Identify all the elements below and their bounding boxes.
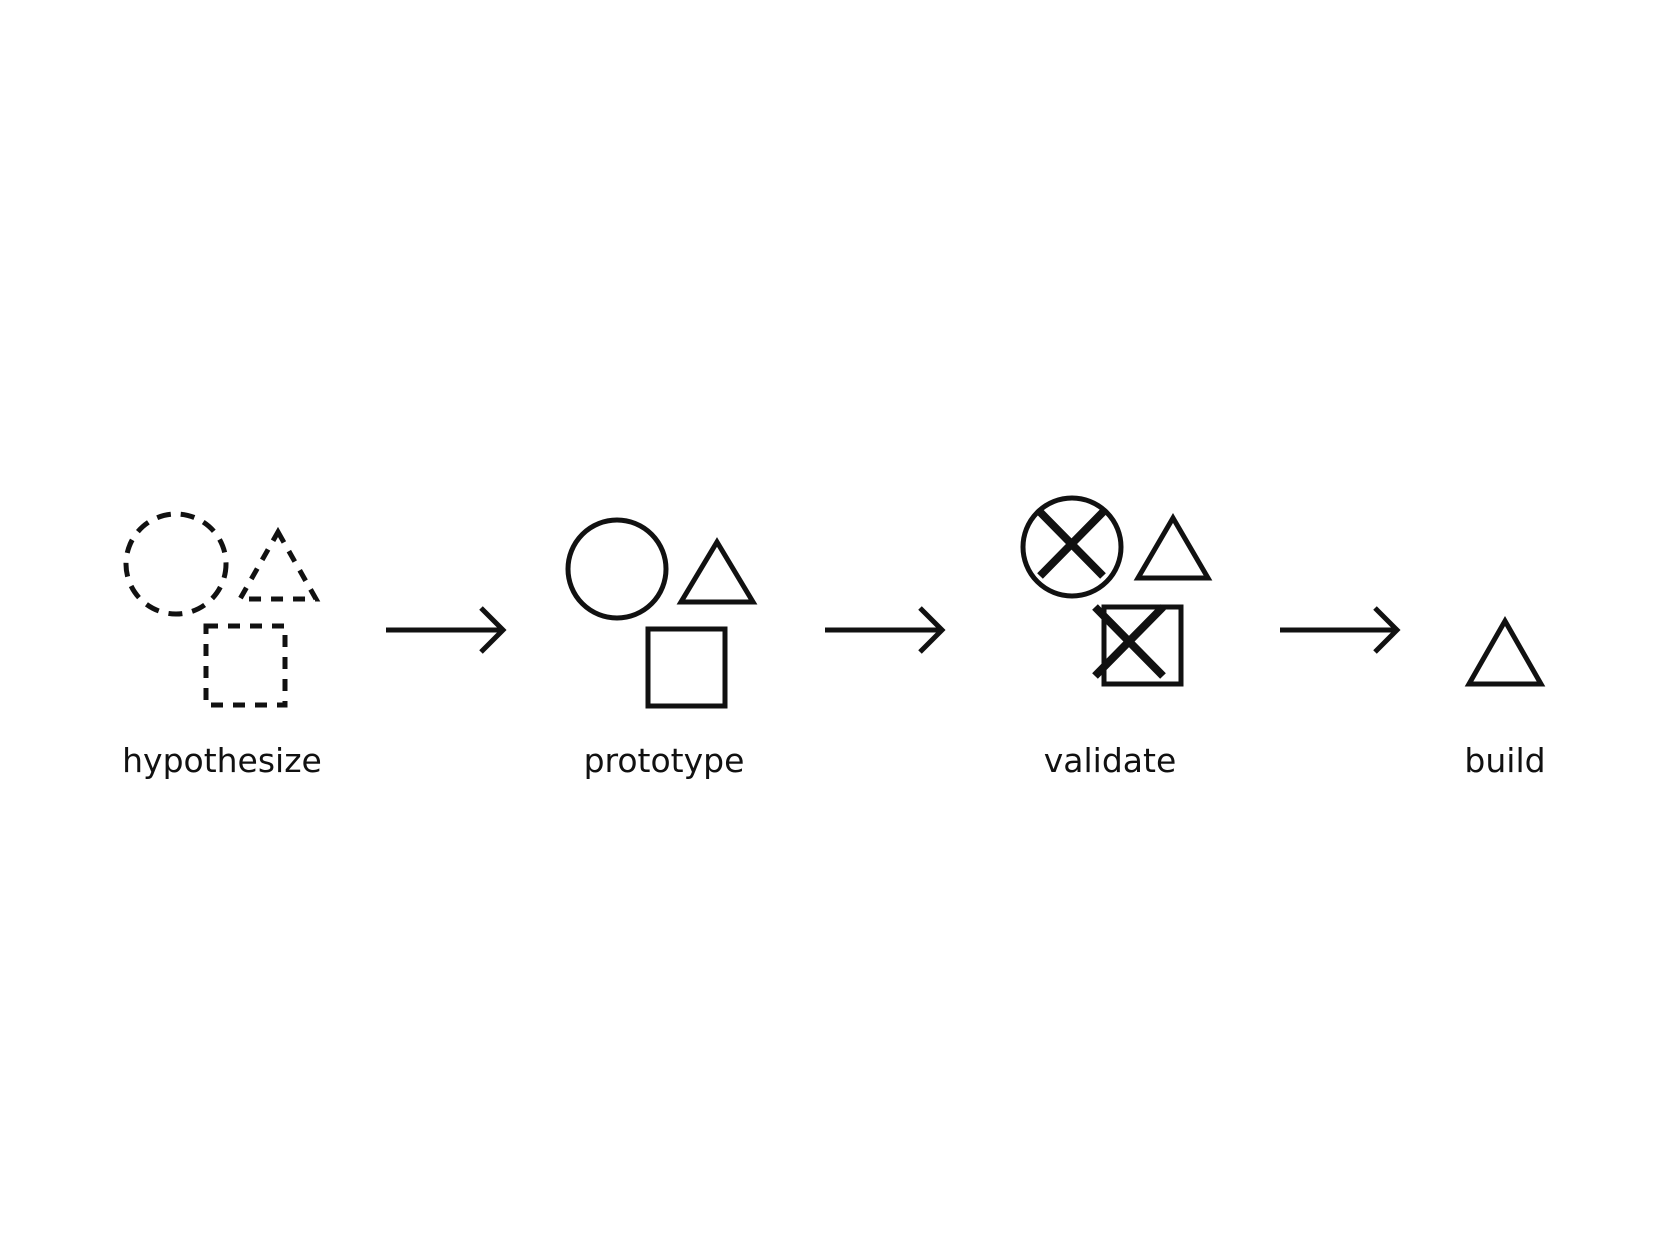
- stage-hypothesize: hypothesize: [122, 511, 322, 780]
- stage-label: build: [1464, 741, 1545, 780]
- arrow-right-icon: [386, 606, 507, 654]
- dashed-triangle-icon: [235, 526, 321, 602]
- arrow-right-icon: [825, 606, 946, 654]
- stage-label: prototype: [584, 741, 745, 780]
- square-icon: [645, 626, 728, 709]
- triangle-icon: [676, 537, 758, 605]
- dashed-circle-icon: [123, 511, 229, 617]
- stage-validate: validate: [1020, 495, 1213, 780]
- stage-prototype: prototype: [565, 517, 758, 780]
- circle-icon: [565, 517, 669, 621]
- stage-label: hypothesize: [122, 741, 322, 780]
- dashed-square-icon: [203, 623, 288, 708]
- triangle-icon: [1133, 513, 1213, 581]
- stage-build: build: [1464, 615, 1546, 780]
- crossed-circle-icon: [1020, 495, 1124, 599]
- crossed-square-icon: [1092, 604, 1184, 687]
- triangle-icon: [1464, 615, 1546, 687]
- arrow-right-icon: [1280, 606, 1401, 654]
- stage-label: validate: [1044, 741, 1177, 780]
